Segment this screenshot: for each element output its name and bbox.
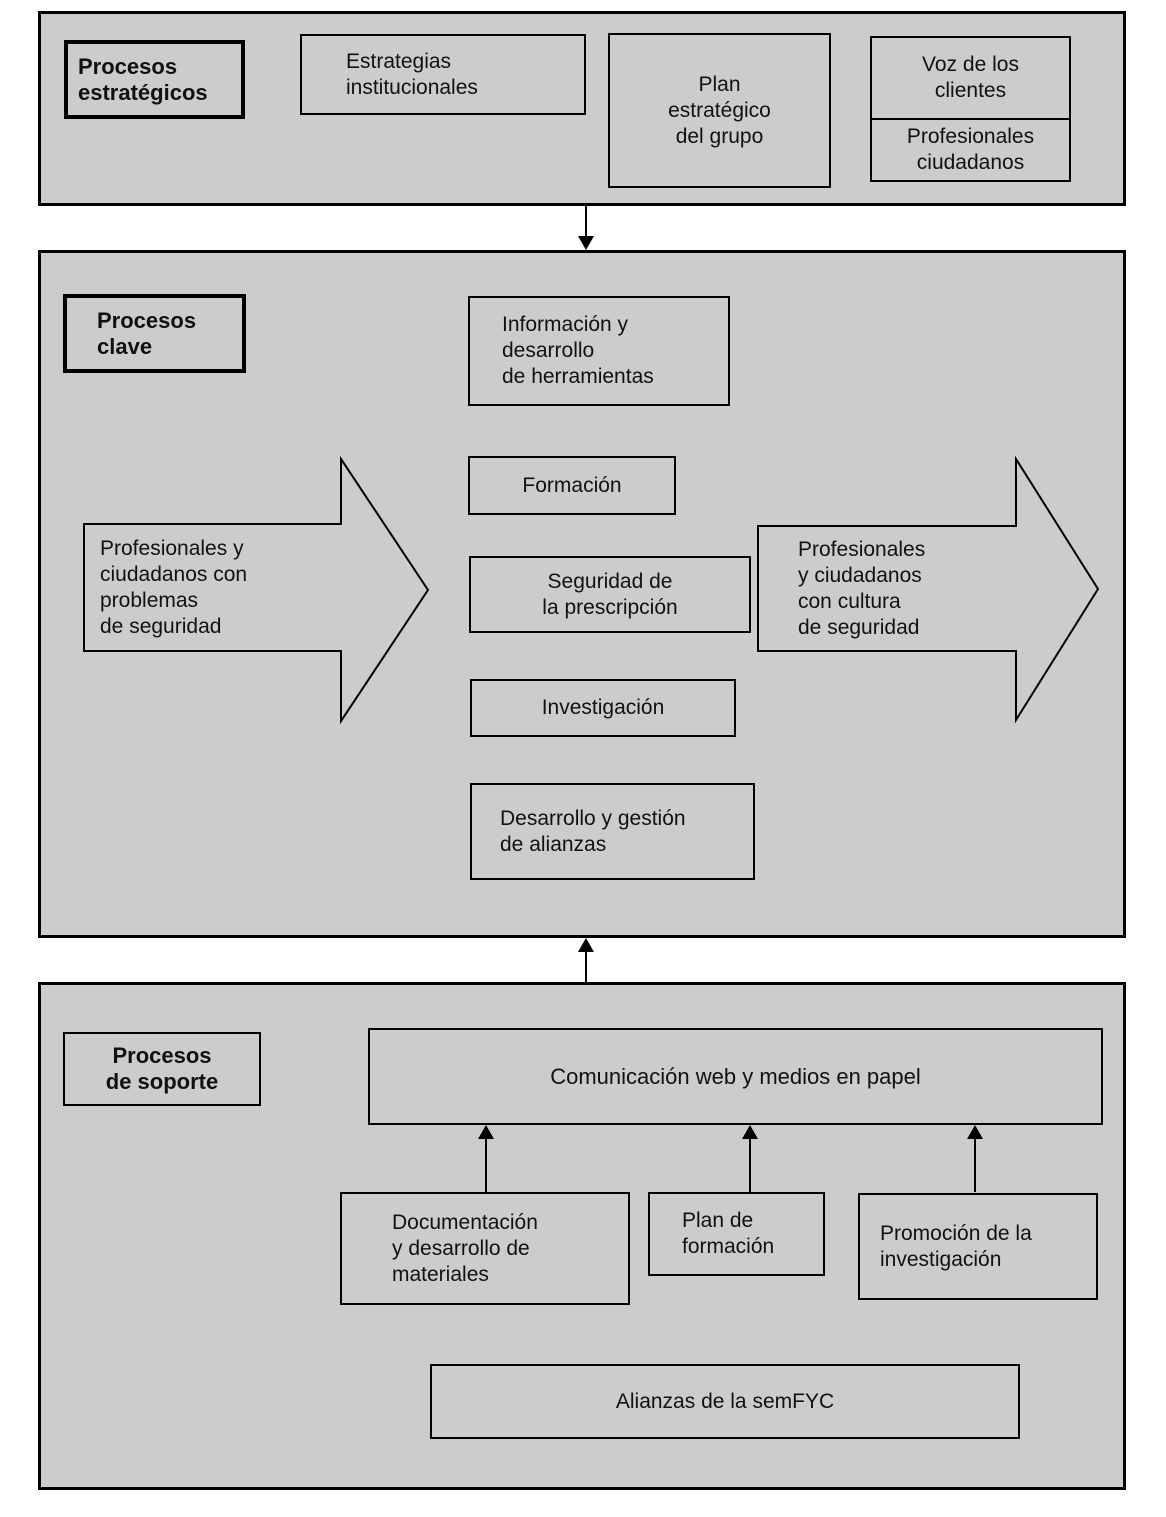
output-block-arrow-icon xyxy=(757,455,1100,724)
strategic-processes-panel: Procesos estratégicos Estrategias instit… xyxy=(38,11,1126,206)
box-plan-formacion: Plan de formación xyxy=(648,1192,825,1276)
arrow-up-promocion-icon xyxy=(967,1125,983,1139)
box-estrategias-institucionales: Estrategias institucionales xyxy=(300,34,586,115)
support-processes-panel: Procesos de soporte Comunicación web y m… xyxy=(38,982,1126,1490)
arrow-down-strategic-to-key-icon xyxy=(578,236,594,250)
input-arrow-text: Profesionales y ciudadanos con problemas… xyxy=(100,536,248,638)
output-arrow-text: Profesionales y ciudadanos con cultura d… xyxy=(798,537,926,639)
box-documentacion-materiales: Documentación y desarrollo de materiales xyxy=(340,1192,630,1305)
block-arrows-layer xyxy=(83,455,1100,725)
arrow-down-strategic-to-key-line xyxy=(585,206,587,238)
box-informacion-desarrollo-herramientas: Información y desarrollo de herramientas xyxy=(468,296,730,406)
box-investigacion: Investigación xyxy=(470,679,736,737)
box-formacion: Formación xyxy=(468,456,676,515)
arrow-up-support-to-key-icon xyxy=(578,938,594,952)
strategic-processes-label: Procesos estratégicos xyxy=(64,40,245,119)
arrow-up-documentacion-line xyxy=(485,1137,487,1192)
box-profesionales-ciudadanos: Profesionales ciudadanos xyxy=(870,118,1071,182)
key-processes-label: Procesos clave xyxy=(63,294,246,373)
arrow-up-documentacion-icon xyxy=(478,1125,494,1139)
arrow-up-plan-formacion-line xyxy=(749,1137,751,1192)
box-plan-estrategico: Plan estratégico del grupo xyxy=(608,33,831,188)
box-promocion-investigacion: Promoción de la investigación xyxy=(858,1193,1098,1300)
arrow-up-support-to-key-line xyxy=(585,950,587,982)
support-processes-label: Procesos de soporte xyxy=(63,1032,261,1106)
arrow-up-promocion-line xyxy=(974,1137,976,1192)
key-processes-panel: Profesionales y ciudadanos con problemas… xyxy=(38,250,1126,938)
box-voz-clientes: Voz de los clientes xyxy=(870,36,1071,120)
box-seguridad-prescripcion: Seguridad de la prescripción xyxy=(469,556,751,633)
box-comunicacion-web: Comunicación web y medios en papel xyxy=(368,1028,1103,1125)
box-desarrollo-gestion-alianzas: Desarrollo y gestión de alianzas xyxy=(470,783,755,880)
arrow-up-plan-formacion-icon xyxy=(742,1125,758,1139)
box-alianzas-semfyc: Alianzas de la semFYC xyxy=(430,1364,1020,1439)
input-block-arrow-icon xyxy=(83,455,430,725)
